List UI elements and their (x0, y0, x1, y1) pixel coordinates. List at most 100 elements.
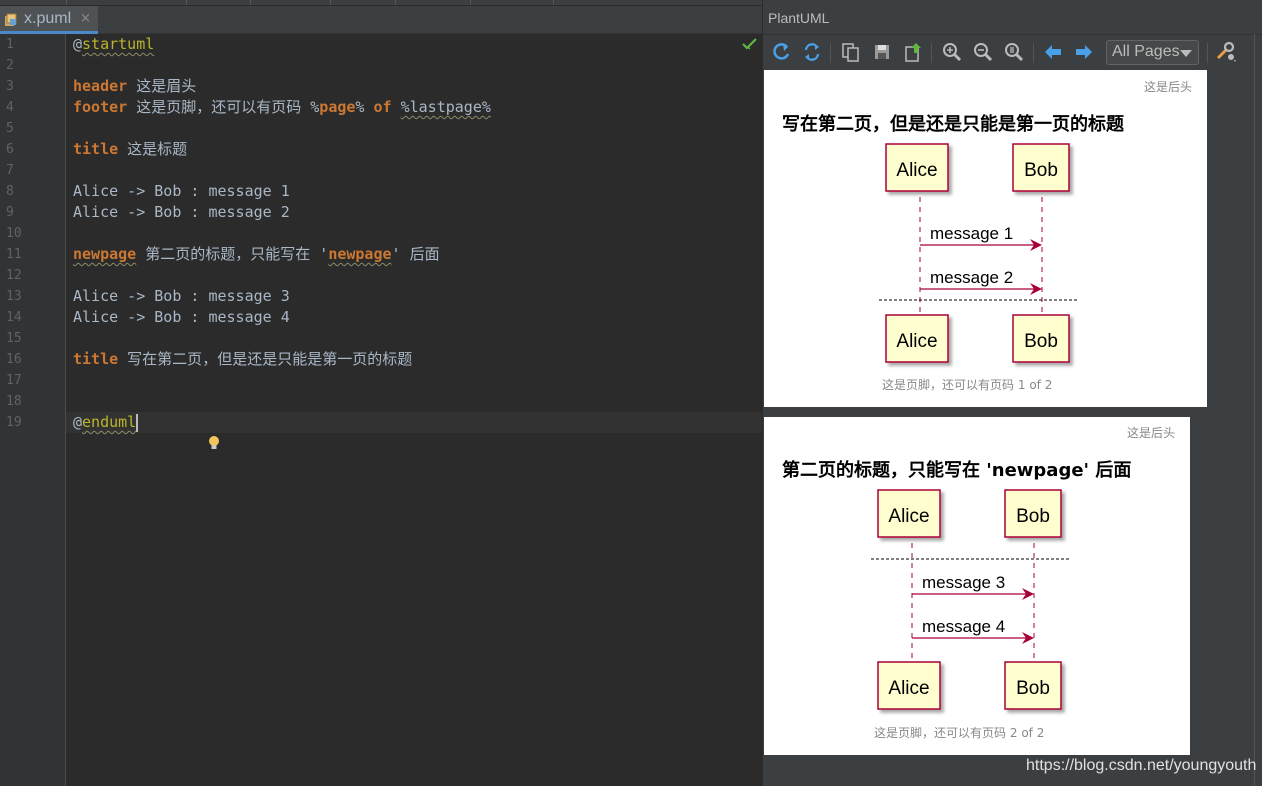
diagram-header: 这是后头 (1144, 79, 1192, 94)
diagram-title: 第二页的标题，只能写在 'newpage' 后面 (782, 459, 1131, 481)
message-1-label: message 1 (930, 224, 1013, 243)
code-line-3[interactable]: header 这是眉头 (73, 77, 197, 95)
code-line-8[interactable]: Alice -> Bob : message 1 (73, 182, 290, 200)
code-line-9[interactable]: Alice -> Bob : message 2 (73, 203, 290, 221)
line-number: 12 (6, 268, 22, 283)
toolbar-separator (1207, 43, 1208, 63)
zoom-out-icon[interactable] (972, 41, 994, 63)
participant-alice-bottom-label: Alice (888, 678, 929, 699)
line-number: 5 (6, 121, 14, 136)
close-tab-icon[interactable]: × (80, 11, 91, 26)
code-line-10[interactable] (73, 223, 763, 244)
participant-alice-bottom-label: Alice (896, 331, 937, 352)
message-1-arrowhead (1030, 239, 1042, 251)
participant-bob-bottom (1012, 314, 1070, 363)
code-line-4[interactable]: footer 这是页脚，还可以有页码 %page% of %lastpage% (73, 98, 491, 116)
panel-divider (1254, 34, 1255, 786)
line-number: 11 (6, 247, 22, 262)
check-icon (742, 38, 757, 50)
line-number: 18 (6, 394, 22, 409)
diagram-page-1: 这是后头 写在第二页，但是还是只能是第一页的标题 Alice Bob messa… (764, 70, 1207, 407)
editor-tab-bar: x.puml × (0, 0, 762, 34)
refresh-icon[interactable] (770, 41, 792, 63)
diagram-page-2: 这是后头 第二页的标题，只能写在 'newpage' 后面 Alice Bob … (764, 417, 1190, 755)
code-line-12[interactable] (73, 265, 763, 286)
message-4-arrowhead (1022, 632, 1034, 644)
line-number: 16 (6, 352, 22, 367)
save-icon[interactable] (871, 41, 893, 63)
line-number: 1 (6, 37, 14, 52)
pages-select[interactable]: All Pages (1106, 40, 1199, 65)
line-number: 14 (6, 310, 22, 325)
settings-icon[interactable] (1215, 41, 1237, 63)
copy-icon[interactable] (840, 41, 862, 63)
message-3-arrowhead (1022, 588, 1034, 600)
participant-alice-bottom (885, 314, 949, 363)
participant-bob-bottom (1004, 661, 1062, 710)
participant-bob-bottom-label: Bob (1024, 331, 1058, 352)
text-caret (136, 413, 139, 432)
line-number: 2 (6, 58, 14, 73)
watermark: https://blog.csdn.net/youngyouth (1026, 757, 1257, 774)
line-number: 17 (6, 373, 22, 388)
export-icon[interactable] (902, 41, 924, 63)
participant-bob-top-label: Bob (1024, 160, 1058, 181)
lightbulb-icon[interactable] (135, 414, 220, 449)
diagram-footer: 这是页脚，还可以有页码 1 of 2 (882, 377, 1052, 392)
editor-gutter (0, 34, 66, 786)
code-line-5[interactable] (73, 118, 763, 139)
plantuml-toolbar: All Pages (763, 34, 1262, 70)
line-number: 8 (6, 184, 14, 199)
participant-alice-bottom (877, 661, 941, 710)
code-line-7[interactable] (73, 160, 763, 181)
diagram-header: 这是后头 (1127, 425, 1175, 440)
line-number: 4 (6, 100, 14, 115)
message-2-label: message 2 (930, 268, 1013, 287)
participant-bob-top (1012, 143, 1070, 192)
code-line-15[interactable] (73, 328, 763, 349)
diagram-title: 写在第二页，但是还是只能是第一页的标题 (782, 113, 1125, 135)
line-number: 10 (6, 226, 22, 241)
tab-x-puml[interactable]: x.puml × (0, 6, 98, 34)
line-number: 7 (6, 163, 14, 178)
participant-alice-top-label: Alice (888, 506, 929, 527)
tab-label: x.puml (24, 10, 72, 27)
code-line-2[interactable] (73, 55, 763, 76)
line-number: 6 (6, 142, 14, 157)
message-2-arrowhead (1030, 283, 1042, 295)
line-number: 3 (6, 79, 14, 94)
zoom-in-icon[interactable] (941, 41, 963, 63)
sequence-diagram-1: 这是后头 写在第二页，但是还是只能是第一页的标题 Alice Bob messa… (782, 79, 1192, 392)
code-line-6[interactable]: title 这是标题 (73, 140, 188, 158)
code-line-14[interactable]: Alice -> Bob : message 4 (73, 308, 290, 326)
diagram-footer: 这是页脚，还可以有页码 2 of 2 (874, 725, 1044, 740)
line-number: 9 (6, 205, 14, 220)
code-line-11[interactable]: newpage 第二页的标题，只能写在 'newpage' 后面 (73, 245, 440, 263)
chevron-down-icon (1180, 50, 1192, 57)
code-line-1[interactable]: @startuml (73, 35, 155, 53)
plantuml-panel: PlantUML (762, 0, 1262, 786)
prev-page-icon[interactable] (1042, 41, 1064, 63)
actual-size-icon[interactable] (1003, 41, 1025, 63)
line-number: 13 (6, 289, 22, 304)
code-line-13[interactable]: Alice -> Bob : message 3 (73, 287, 290, 305)
sequence-diagram-2: 这是后头 第二页的标题，只能写在 'newpage' 后面 Alice Bob … (782, 425, 1175, 740)
next-page-icon[interactable] (1073, 41, 1095, 63)
participant-bob-bottom-label: Bob (1016, 678, 1050, 699)
participant-alice-top (877, 489, 941, 538)
pages-select-value: All Pages (1112, 43, 1180, 60)
puml-file-icon (5, 13, 17, 26)
code-lines[interactable]: @startuml header 这是眉头 footer 这是页脚，还可以有页码… (66, 34, 763, 449)
line-number: 15 (6, 331, 22, 346)
sync-icon[interactable] (801, 41, 823, 63)
code-line-18[interactable] (73, 391, 763, 449)
code-line-19[interactable]: @enduml (66, 412, 763, 433)
code-line-17[interactable] (73, 370, 763, 391)
toolbar-separator (931, 43, 932, 63)
message-3-label: message 3 (922, 573, 1005, 592)
code-line-16[interactable]: title 写在第二页，但是还是只能是第一页的标题 (73, 350, 413, 368)
toolbar-separator (830, 43, 831, 63)
toolbar-separator (1033, 43, 1034, 63)
